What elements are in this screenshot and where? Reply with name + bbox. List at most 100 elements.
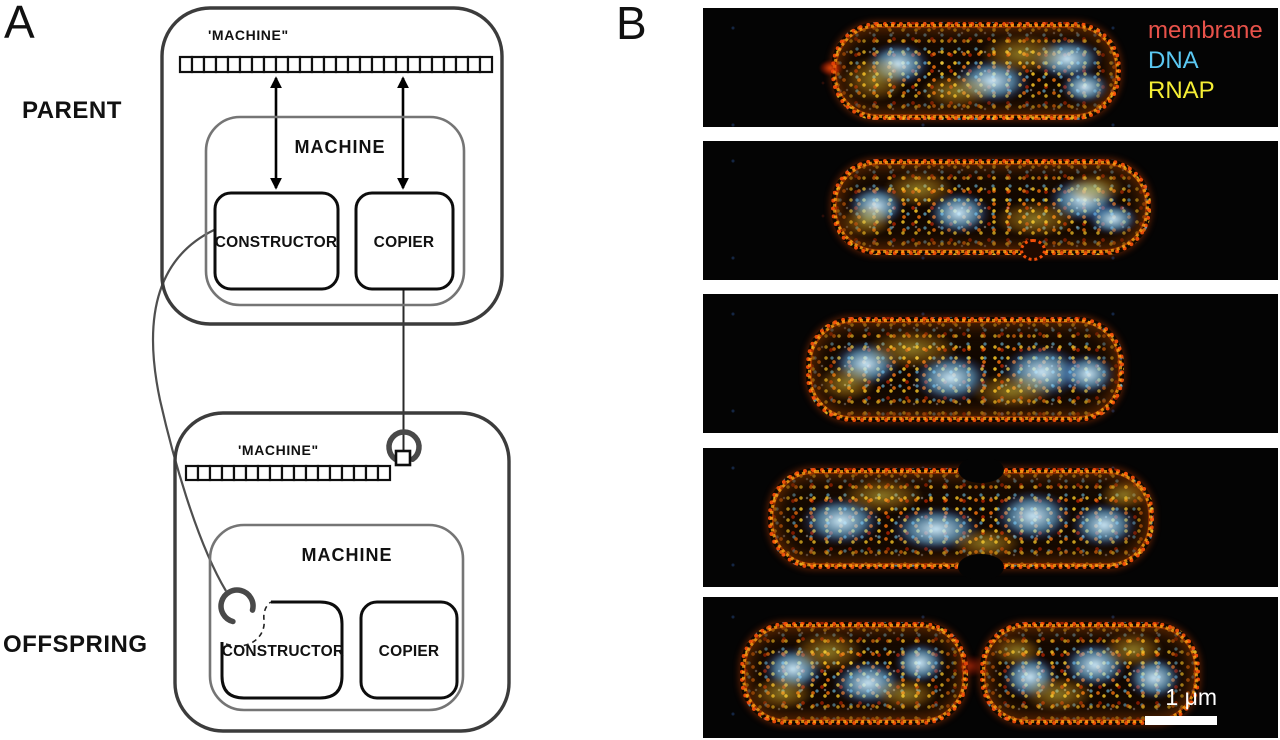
septum-constriction bbox=[958, 457, 1004, 483]
tape-cell bbox=[196, 464, 212, 482]
rnap-region bbox=[1100, 480, 1148, 510]
dna-region bbox=[1087, 203, 1139, 235]
tape-cell bbox=[478, 55, 494, 74]
parent-copier-box bbox=[354, 191, 455, 291]
bacterial-cell bbox=[768, 457, 1154, 580]
rnap-region bbox=[1065, 173, 1125, 203]
tape-cell-being-written bbox=[394, 449, 412, 467]
rnap-region bbox=[841, 205, 893, 237]
bacterial-cell bbox=[819, 22, 1121, 120]
constructor-build-head-icon bbox=[218, 587, 256, 625]
parent-tape-label: 'MACHINE" bbox=[208, 27, 289, 43]
rnap-region bbox=[1022, 676, 1094, 712]
offspring-label: OFFSPRING bbox=[3, 631, 148, 658]
tape-cell bbox=[364, 464, 380, 482]
tape-cell bbox=[298, 55, 314, 74]
tape-cell bbox=[190, 55, 206, 74]
micrograph-5: 1 μm bbox=[703, 597, 1278, 738]
membrane-bump bbox=[1020, 239, 1046, 261]
tape-cell bbox=[340, 464, 356, 482]
rnap-region bbox=[950, 528, 1022, 558]
rnap-region bbox=[920, 74, 994, 108]
tape-cell bbox=[184, 464, 200, 482]
rnap-region bbox=[818, 365, 876, 401]
tape-cell bbox=[376, 464, 392, 482]
tape-cell bbox=[430, 55, 446, 74]
offspring-tape-label: 'MACHINE" bbox=[238, 442, 319, 458]
tape-cell bbox=[466, 55, 482, 74]
tape-cell bbox=[358, 55, 374, 74]
septum-constriction bbox=[958, 554, 1004, 580]
offspring-tape bbox=[184, 464, 392, 482]
dna-region bbox=[1060, 70, 1110, 104]
tape-cell bbox=[346, 55, 362, 74]
legend-dna: DNA bbox=[1148, 47, 1199, 74]
tape-cell bbox=[310, 55, 326, 74]
offspring-machine-box bbox=[208, 523, 465, 712]
tape-cell bbox=[292, 464, 308, 482]
legend: membrane DNA RNAP bbox=[1148, 16, 1263, 106]
offspring-constructor-label: CONSTRUCTOR bbox=[222, 643, 344, 660]
tape-cell bbox=[220, 464, 236, 482]
scale-bar bbox=[1145, 716, 1217, 725]
tape-cell bbox=[202, 55, 218, 74]
bacterial-cell bbox=[806, 317, 1124, 422]
parent-label: PARENT bbox=[22, 97, 122, 124]
tape-cell bbox=[286, 55, 302, 74]
rnap-region bbox=[970, 373, 1054, 409]
legend-rnap: RNAP bbox=[1148, 77, 1215, 104]
tape-cell bbox=[328, 464, 344, 482]
rnap-region bbox=[792, 632, 864, 672]
scale-bar-label: 1 μm bbox=[1165, 684, 1217, 710]
rnap-region bbox=[883, 171, 955, 207]
bacterial-cell bbox=[740, 622, 968, 725]
micrograph-3 bbox=[703, 294, 1278, 433]
tape-cell bbox=[232, 464, 248, 482]
rnap-region bbox=[840, 478, 924, 514]
constructor-to-offspring-curve bbox=[152, 229, 227, 592]
division-remnant bbox=[955, 655, 987, 677]
tape-cell bbox=[334, 55, 350, 74]
copier-write-head-icon bbox=[386, 429, 422, 463]
tape-cell bbox=[352, 464, 368, 482]
tape-cell bbox=[268, 464, 284, 482]
offspring-copier-label: COPIER bbox=[379, 643, 440, 660]
micrograph-2 bbox=[703, 141, 1278, 280]
tape-cell bbox=[238, 55, 254, 74]
dna-region bbox=[894, 642, 946, 684]
panel-a-diagram: A PARENT OFFSPRING 'MACHINE" MACHINE CON… bbox=[3, 0, 511, 733]
tape-cell bbox=[304, 464, 320, 482]
parent-constructor-label: CONSTRUCTOR bbox=[215, 234, 337, 251]
tape-cell bbox=[370, 55, 386, 74]
micrograph-1: membrane DNA RNAP bbox=[703, 8, 1278, 127]
tape-cell bbox=[250, 55, 266, 74]
legend-membrane: membrane bbox=[1148, 17, 1263, 44]
rnap-region bbox=[874, 678, 938, 710]
tape-cell bbox=[274, 55, 290, 74]
tape-cell bbox=[262, 55, 278, 74]
tape-cell bbox=[244, 464, 260, 482]
parent-tape bbox=[178, 55, 494, 74]
tape-cell bbox=[256, 464, 272, 482]
tape-cell bbox=[394, 55, 410, 74]
rnap-region bbox=[993, 201, 1077, 237]
tape-cell bbox=[316, 464, 332, 482]
tape-cell bbox=[178, 55, 194, 74]
offspring-copier-box bbox=[359, 600, 459, 700]
under-construction-dashed-outline bbox=[225, 601, 272, 647]
bacterial-cell bbox=[980, 622, 1200, 725]
rnap-region bbox=[866, 329, 958, 369]
rnap-region bbox=[980, 34, 1064, 74]
tape-cell bbox=[382, 55, 398, 74]
tape-cell bbox=[208, 464, 224, 482]
panel-b-label: B bbox=[616, 0, 647, 49]
offspring-constructor-box bbox=[220, 600, 344, 700]
tape-cell bbox=[442, 55, 458, 74]
parent-copier-label: COPIER bbox=[374, 234, 435, 251]
micrograph-4 bbox=[703, 448, 1278, 587]
tape-cell bbox=[406, 55, 422, 74]
offspring-machine-label: MACHINE bbox=[302, 545, 393, 565]
parent-outer-box bbox=[160, 6, 504, 326]
tape-cell bbox=[418, 55, 434, 74]
